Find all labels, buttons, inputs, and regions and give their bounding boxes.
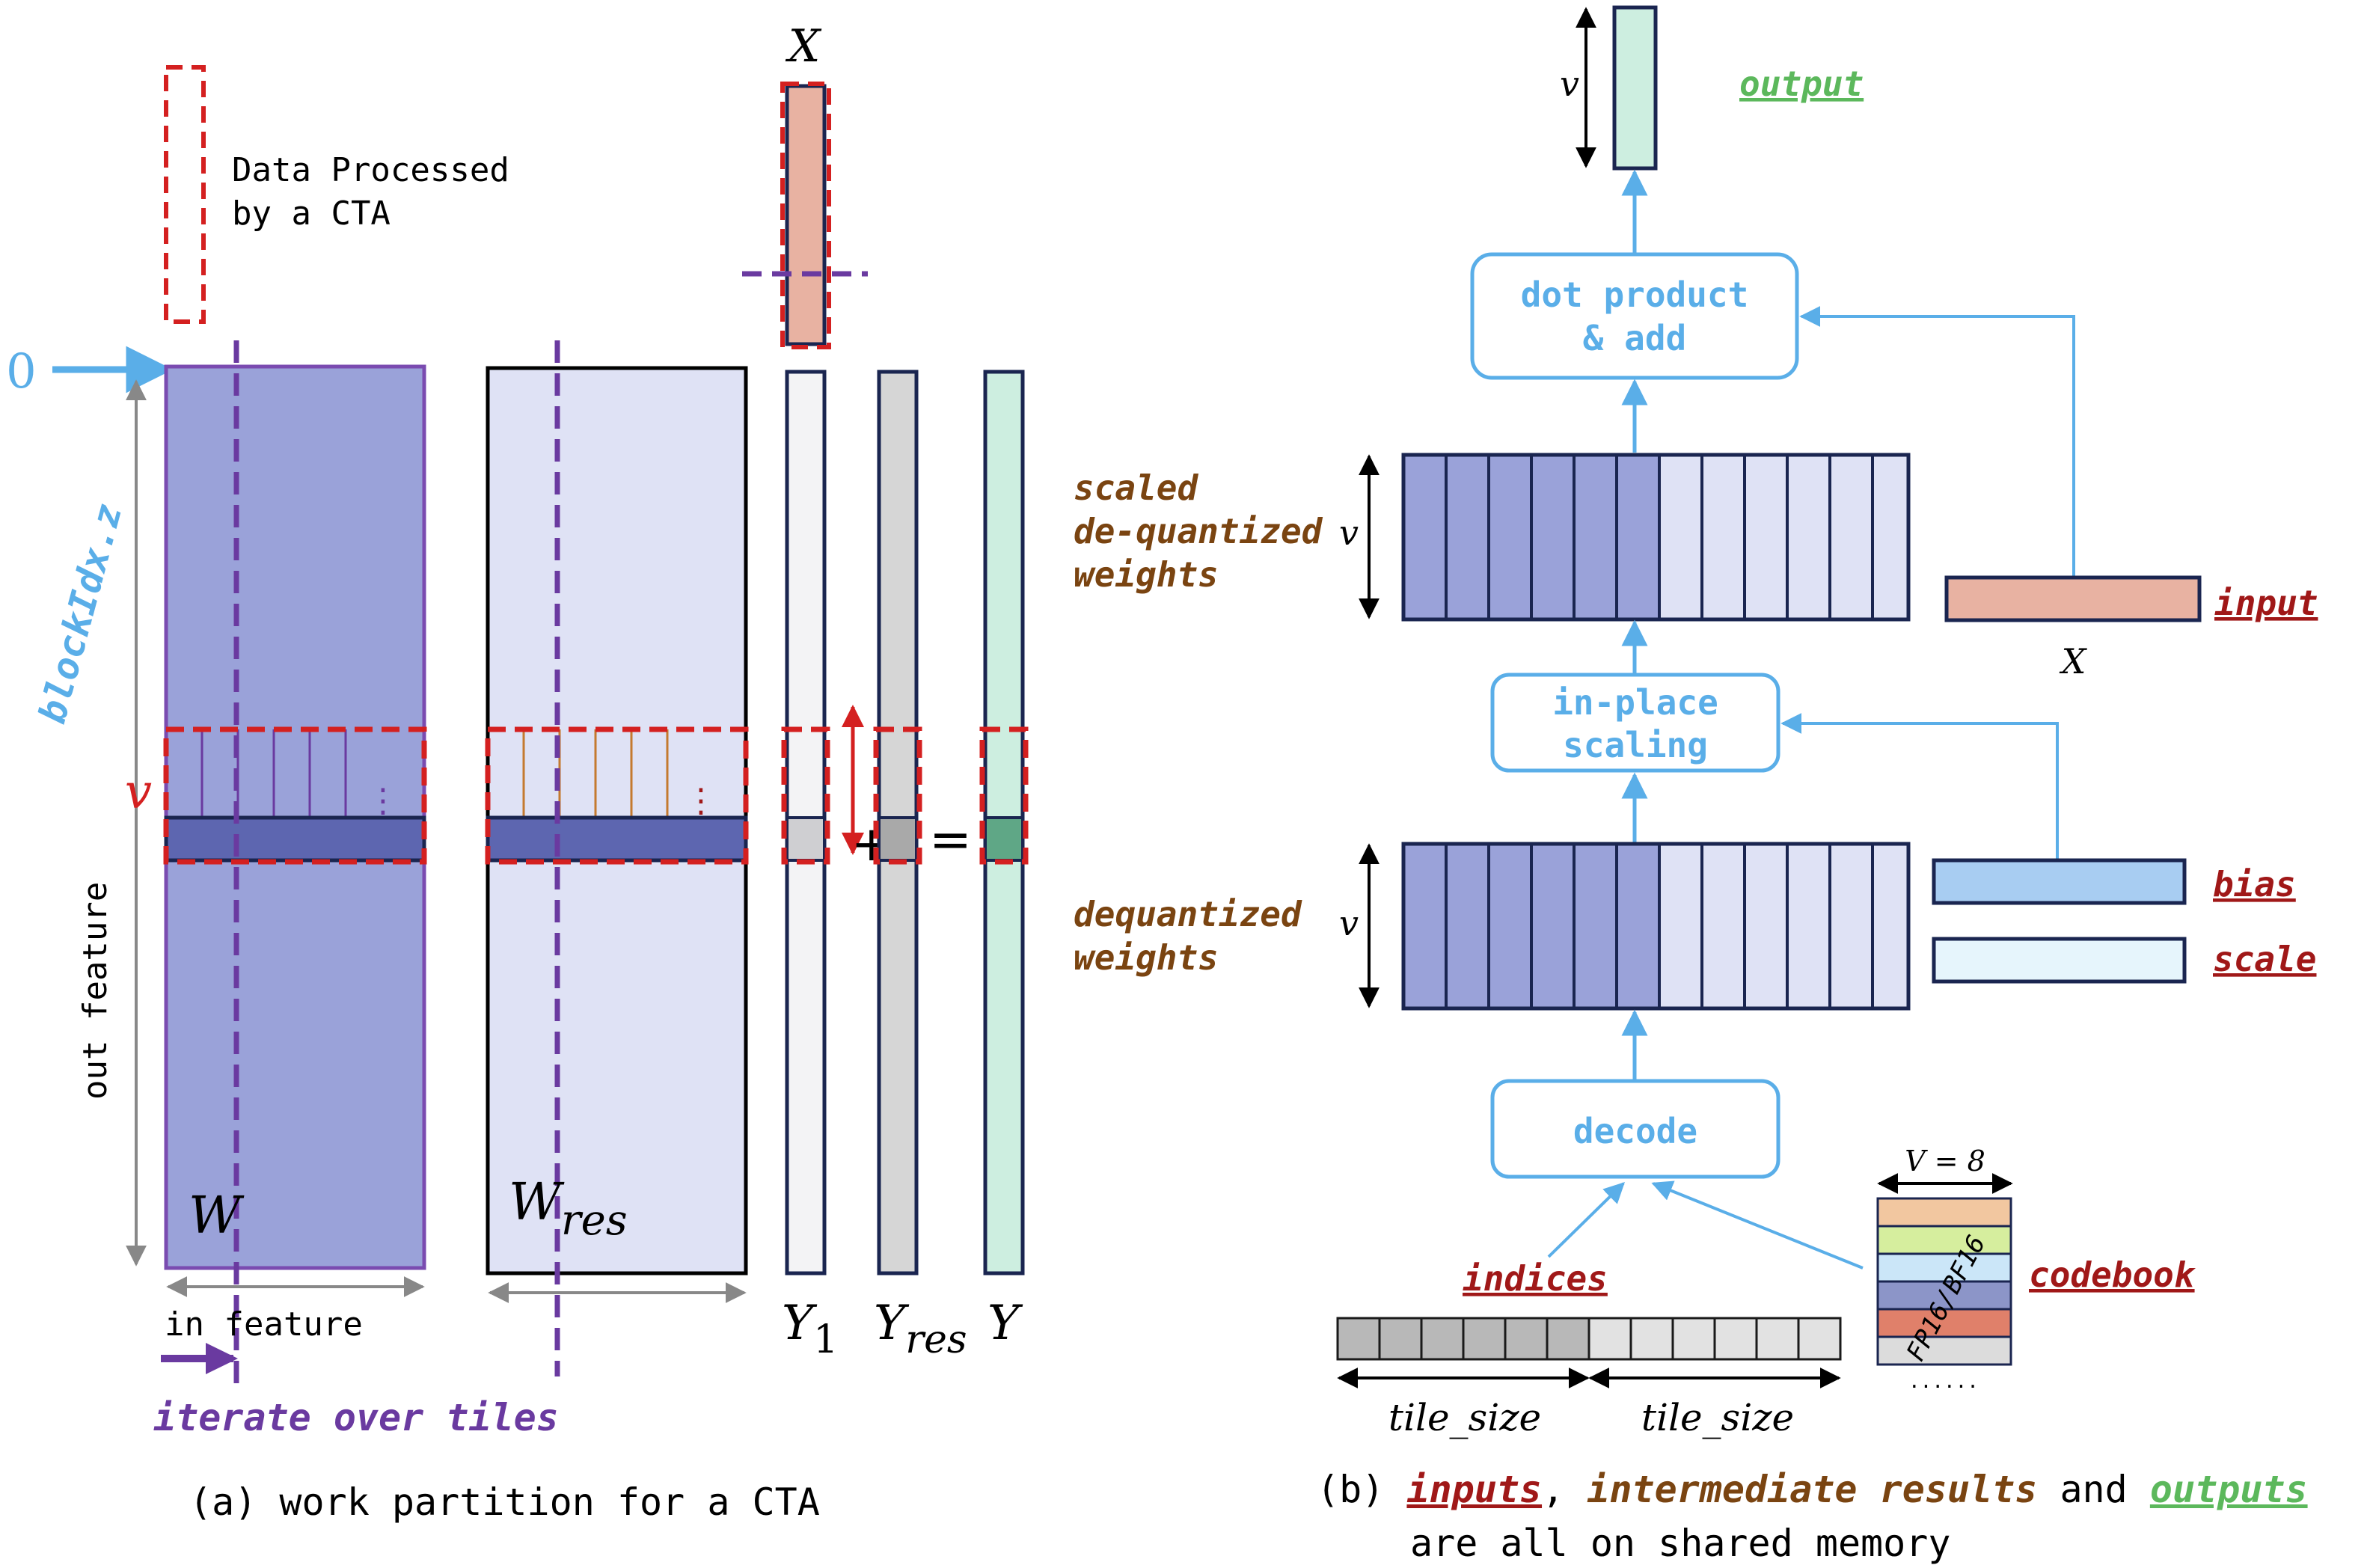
w-label: W bbox=[189, 1186, 245, 1246]
x-vector-cta-box bbox=[780, 82, 831, 349]
w-cta-box bbox=[163, 726, 427, 865]
x-vector bbox=[785, 84, 827, 346]
wres-active-row bbox=[486, 815, 748, 863]
flow-arrow-indices-to-decode bbox=[1547, 1182, 1625, 1258]
flow-arrow-codebook-to-decode bbox=[1651, 1180, 1864, 1270]
panel-b: v output dot product & add scaled de-qua… bbox=[1074, 5, 2318, 1565]
legend-text-1: Data Processed bbox=[232, 151, 509, 189]
indices-array bbox=[1336, 1317, 1842, 1361]
decode-box bbox=[1490, 1079, 1780, 1179]
yres-active bbox=[878, 816, 918, 862]
w-dots: ⋮ bbox=[367, 782, 399, 820]
caption-b-comma: , bbox=[1542, 1468, 1564, 1511]
caption-a: (a) work partition for a CTA bbox=[189, 1480, 820, 1524]
y-label: Y bbox=[987, 1296, 1023, 1351]
input-label: input bbox=[2214, 583, 2318, 623]
codebook-label: codebook bbox=[2029, 1255, 2196, 1295]
iterate-label: iterate over tiles bbox=[153, 1396, 559, 1439]
iterate-arrow-head bbox=[206, 1343, 238, 1374]
output-v-label: v bbox=[1560, 64, 1579, 104]
codebook-dots: ...... bbox=[1908, 1371, 1979, 1393]
inplace-scaling-box bbox=[1490, 673, 1780, 773]
y-active bbox=[984, 816, 1024, 862]
scale-label: scale bbox=[2213, 939, 2316, 979]
output-label: output bbox=[1739, 64, 1864, 104]
yres-label: Yres bbox=[874, 1296, 967, 1362]
caption-b-line-2: are all on shared memory bbox=[1410, 1522, 1950, 1565]
dequant-weights bbox=[1401, 842, 1911, 1011]
scaled-label-3: weights bbox=[1074, 554, 1219, 595]
scaled-label-2: de-quantized bbox=[1074, 511, 1323, 551]
v-label-a: v bbox=[125, 765, 152, 820]
dequant-v-label: v bbox=[1339, 903, 1359, 943]
equals-sign: = bbox=[929, 810, 972, 869]
caption-b-intermediate: intermediate results bbox=[1587, 1468, 2037, 1511]
caption-b-marker: (b) bbox=[1317, 1468, 1384, 1511]
panel-a: Data Processed by a CTA X 0 blockIdx.z o… bbox=[6, 20, 1029, 1524]
scaled-weights bbox=[1401, 453, 1911, 622]
in-feature-label: in feature bbox=[165, 1305, 363, 1344]
dequant-label-1: dequantized bbox=[1074, 894, 1302, 934]
y1-active bbox=[786, 816, 826, 862]
input-vector bbox=[1944, 575, 2202, 622]
legend-cta-box bbox=[164, 65, 206, 324]
zero-label: 0 bbox=[6, 344, 37, 399]
caption-b-and: and bbox=[2060, 1468, 2127, 1511]
output-vector bbox=[1612, 5, 1658, 171]
tile-size-label-2: tile_size bbox=[1641, 1396, 1794, 1439]
scaled-label-1: scaled bbox=[1074, 468, 1198, 508]
out-feature-label: out feature bbox=[76, 882, 114, 1100]
flow-arrow-bias-to-scaling bbox=[1780, 713, 2059, 862]
bias-vector bbox=[1932, 858, 2187, 905]
y1-cta-box bbox=[781, 726, 830, 865]
wres-label: Wres bbox=[509, 1173, 628, 1245]
legend-text-2: by a CTA bbox=[232, 195, 391, 233]
w-active-row bbox=[164, 815, 426, 863]
blockidx-label: blockIdx.z bbox=[31, 499, 131, 728]
dot-product-text-1: dot product bbox=[1521, 275, 1749, 315]
v8-label: V = 8 bbox=[1905, 1145, 1985, 1177]
codebook-table bbox=[1876, 1197, 2012, 1366]
yres-cta-box bbox=[873, 726, 922, 865]
wres-cta-box bbox=[485, 726, 749, 865]
scale-vector bbox=[1932, 937, 2187, 984]
wres-dots: ⋮ bbox=[685, 782, 717, 820]
caption-b-line-1: (b) inputs, intermediate results and out… bbox=[1317, 1468, 2308, 1511]
dot-product-text-2: & add bbox=[1583, 318, 1686, 358]
flow-arrow-input-to-dot bbox=[1799, 306, 2075, 576]
tile-size-label-1: tile_size bbox=[1388, 1396, 1541, 1439]
inplace-text-1: in-place bbox=[1552, 682, 1718, 723]
decode-text: decode bbox=[1573, 1111, 1697, 1151]
inplace-text-2: scaling bbox=[1563, 725, 1708, 765]
caption-b-inputs: inputs bbox=[1406, 1468, 1542, 1511]
dequant-label-2: weights bbox=[1074, 937, 1219, 978]
y-cta-box bbox=[979, 726, 1029, 865]
x-label-a: X bbox=[786, 20, 822, 73]
input-x-label: X bbox=[2060, 641, 2088, 682]
y1-label: Y1 bbox=[782, 1296, 838, 1362]
dot-product-box bbox=[1470, 252, 1799, 380]
indices-label: indices bbox=[1463, 1258, 1608, 1299]
scaled-v-label: v bbox=[1339, 512, 1359, 553]
caption-b-outputs: outputs bbox=[2150, 1468, 2308, 1511]
bias-label: bias bbox=[2213, 864, 2296, 904]
